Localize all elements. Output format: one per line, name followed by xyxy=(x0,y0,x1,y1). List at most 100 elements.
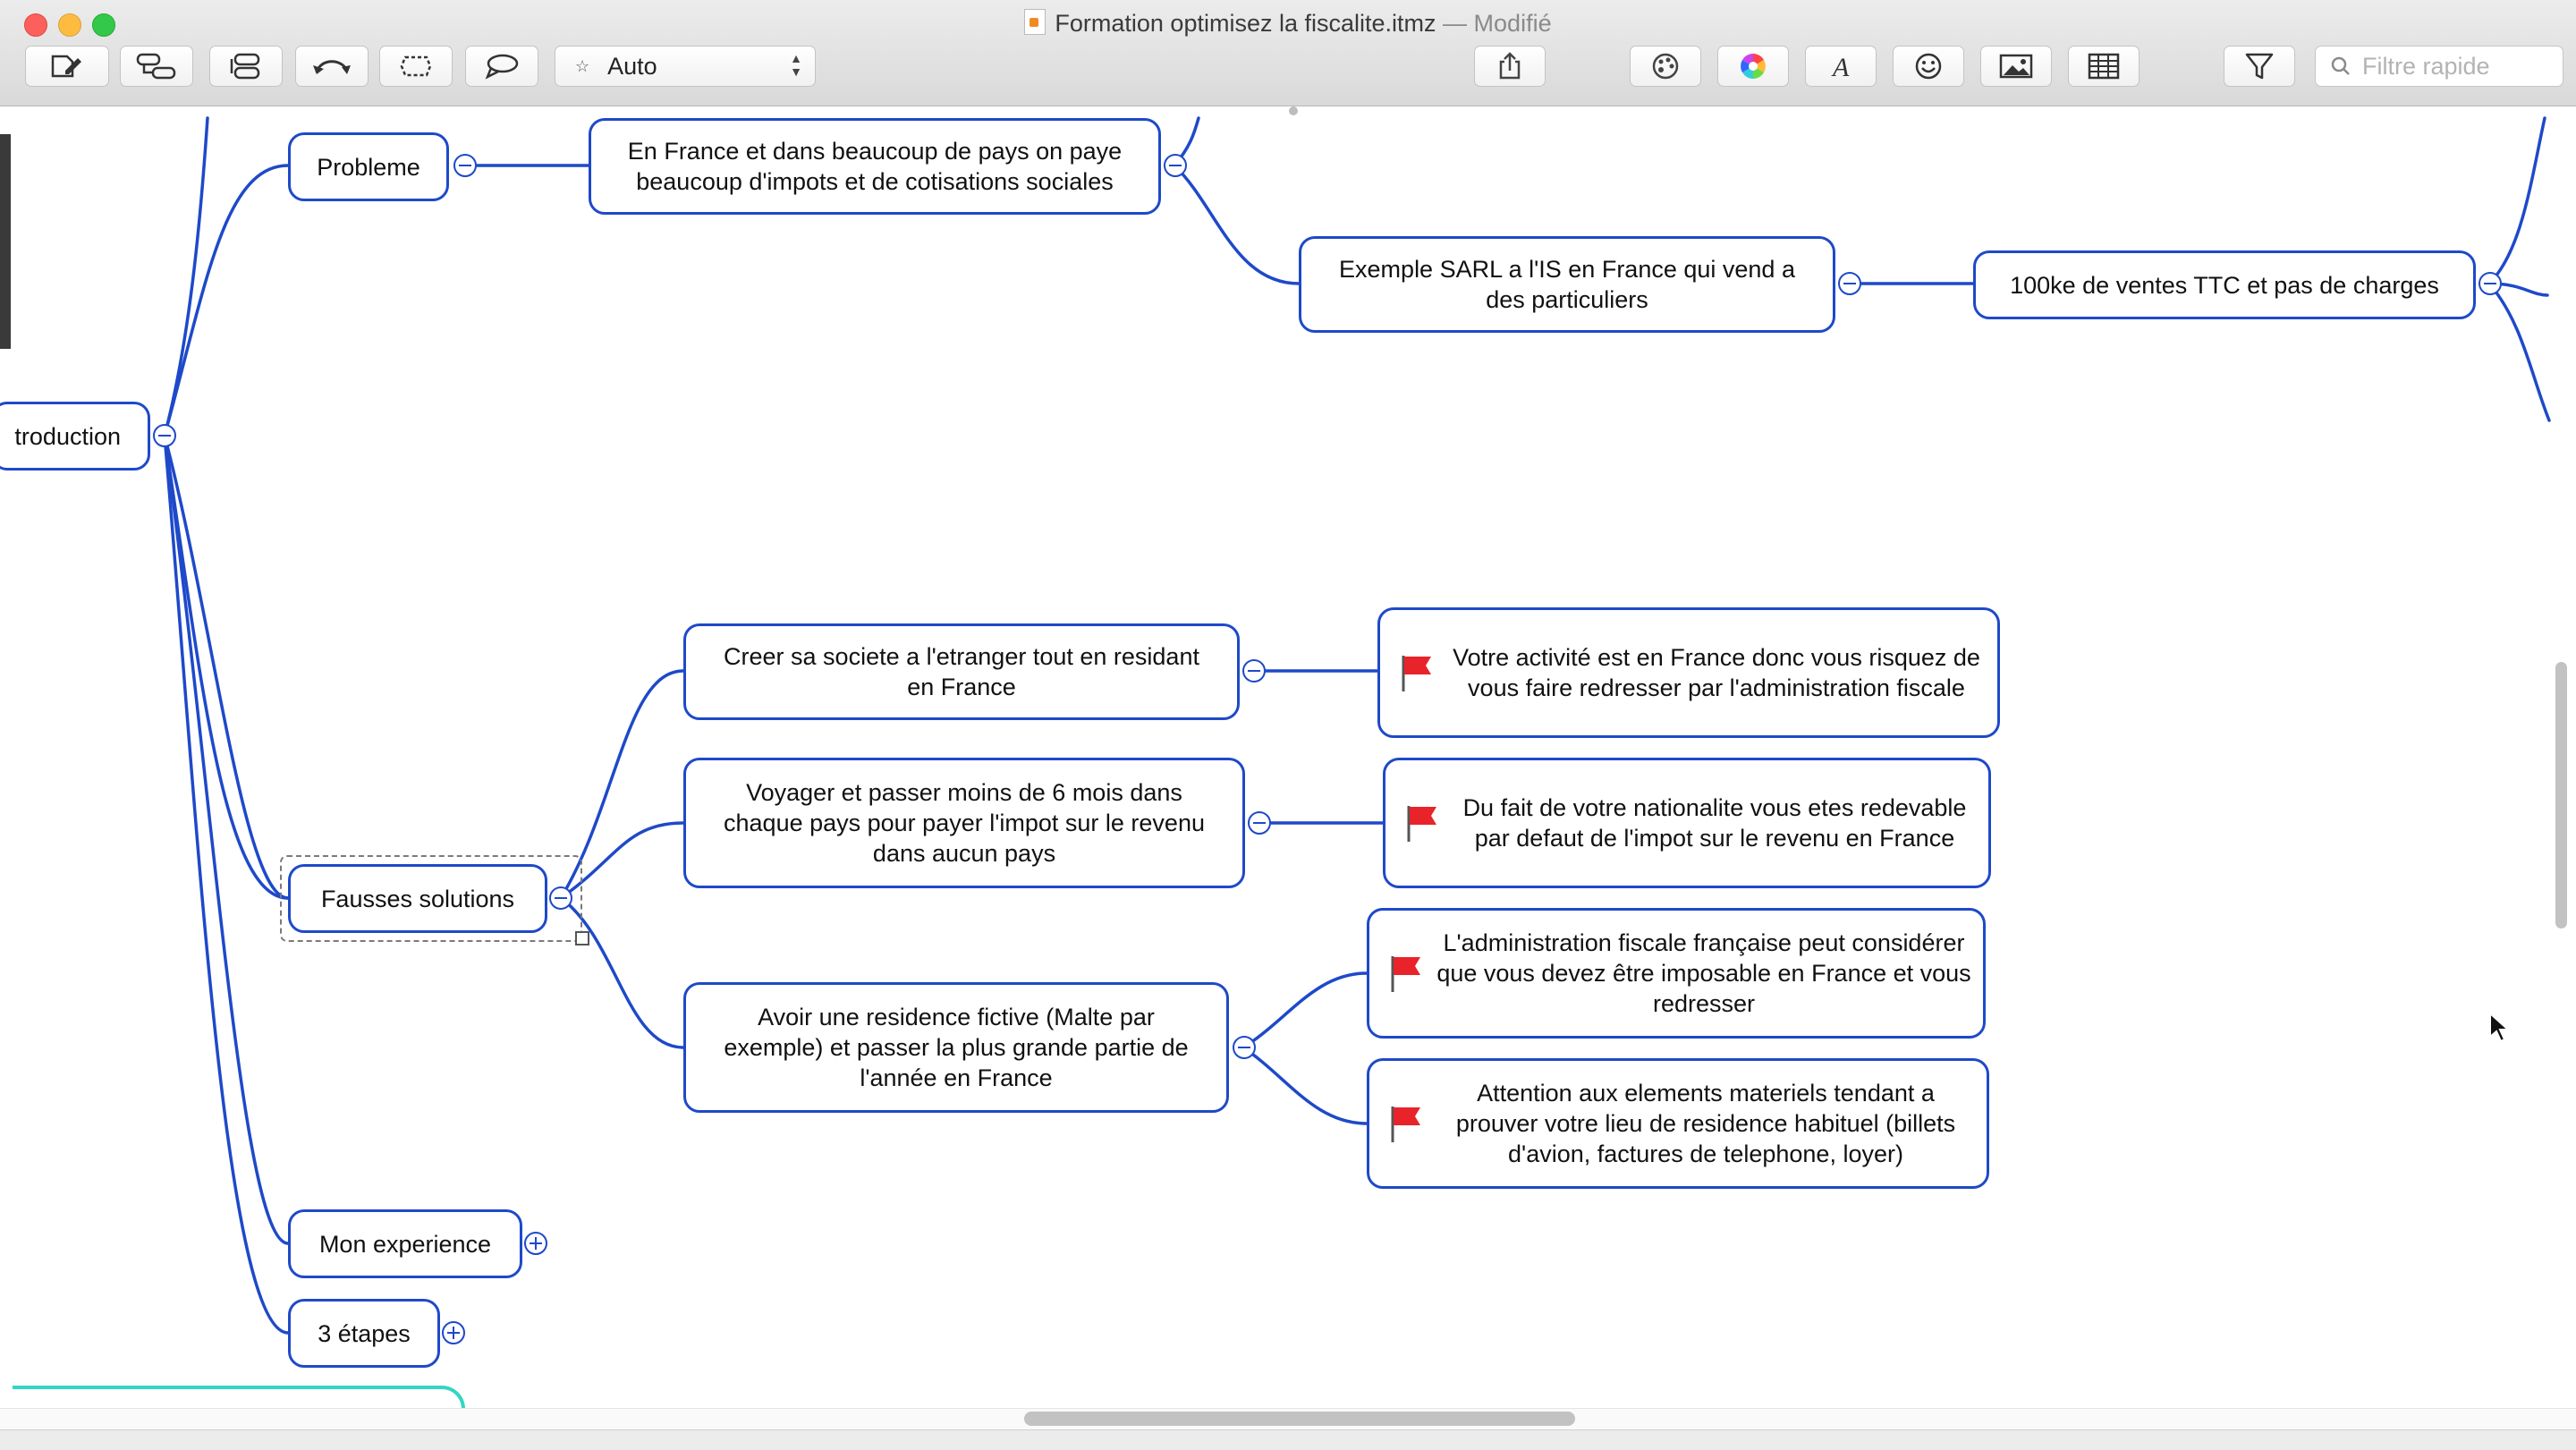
topic-exemple-sarl[interactable]: Exemple SARL a l'IS en France qui vend a… xyxy=(1299,236,1835,333)
connector-root-fausses-2 xyxy=(163,434,290,900)
connector-root-probleme xyxy=(163,164,290,437)
topic-label: Probleme xyxy=(317,153,420,181)
share-button[interactable] xyxy=(1474,46,1546,87)
topic-label: 3 étapes xyxy=(318,1319,411,1347)
document-status: Modifié xyxy=(1473,10,1552,37)
topic-label: En France et dans beaucoup de pays on pa… xyxy=(627,138,1123,195)
subtopic-button[interactable] xyxy=(120,46,193,87)
topic-administration-fiscale[interactable]: L'administration fiscale française peut … xyxy=(1367,908,1986,1039)
topic-label: Attention aux elements materiels tendant… xyxy=(1455,1080,1956,1167)
topic-label: 100ke de ventes TTC et pas de charges xyxy=(2010,271,2439,299)
select-arrows-icon: ▲▼ xyxy=(790,51,802,79)
topic-label: Du fait de votre nationalite vous etes r… xyxy=(1462,794,1967,852)
table-icon xyxy=(2088,53,2120,80)
layout-select[interactable]: ☆ Auto ▲▼ xyxy=(555,46,816,87)
relationship-button[interactable] xyxy=(295,46,369,87)
horizontal-scrollbar[interactable] xyxy=(1024,1412,1575,1426)
collapse-societe-button[interactable] xyxy=(1242,659,1266,683)
callout-icon xyxy=(485,54,519,80)
filter-icon xyxy=(2245,53,2274,80)
topic-label: L'administration fiscale française peut … xyxy=(1436,929,1971,1017)
collapse-introduction-button[interactable] xyxy=(153,424,176,447)
topic-nationalite[interactable]: Du fait de votre nationalite vous etes r… xyxy=(1383,758,1991,888)
topic-100ke-ventes[interactable]: 100ke de ventes TTC et pas de charges xyxy=(1973,250,2476,319)
collapse-residence-button[interactable] xyxy=(1233,1036,1256,1059)
topic-mon-experience[interactable]: Mon experience xyxy=(288,1209,522,1278)
boundary-icon xyxy=(400,55,432,77)
star-icon: ☆ xyxy=(575,56,590,75)
search-icon xyxy=(2331,56,2350,75)
table-button[interactable] xyxy=(2068,46,2140,87)
topic-label: Fausses solutions xyxy=(320,885,515,912)
topic-risque-redressement[interactable]: Votre activité est en France donc vous r… xyxy=(1377,607,2000,738)
red-flag-icon xyxy=(1402,656,1431,691)
collapse-exemple-button[interactable] xyxy=(1838,272,1861,295)
image-button[interactable] xyxy=(1980,46,2052,87)
expand-etapes-button[interactable] xyxy=(442,1321,465,1344)
connector-root-fausses xyxy=(163,434,290,900)
subtopic-icon xyxy=(136,53,176,80)
font-button[interactable]: A xyxy=(1805,46,1877,87)
red-flag-icon xyxy=(1391,956,1420,992)
document-name: Formation optimisez la fiscalite.itmz xyxy=(1055,10,1436,37)
connector-ventes-right-down xyxy=(2487,282,2551,422)
topic-probleme[interactable]: Probleme xyxy=(288,132,449,201)
sibling-topic-button[interactable] xyxy=(209,46,283,87)
image-icon xyxy=(1999,54,2033,79)
collapse-probleme-detail-button[interactable] xyxy=(1164,154,1187,177)
connector-ventes-right-up xyxy=(2487,116,2546,285)
connector-detail-exemple xyxy=(1173,164,1301,285)
mindmap-canvas[interactable] xyxy=(0,106,2576,1408)
zoom-window-button[interactable] xyxy=(92,13,115,37)
color-button[interactable] xyxy=(1717,46,1789,87)
connector-root-etapes xyxy=(163,434,290,1335)
collapse-probleme-button[interactable] xyxy=(453,154,477,177)
connector-residence-administration xyxy=(1241,971,1368,1049)
filter-button[interactable] xyxy=(2224,46,2295,87)
collapse-fausses-solutions-button[interactable] xyxy=(549,886,572,910)
connector-fausses-voyager xyxy=(559,821,685,900)
window-title: Formation optimisez la fiscalite.itmz — … xyxy=(0,9,2576,38)
share-icon xyxy=(1499,52,1521,80)
topic-probleme-detail[interactable]: En France et dans beaucoup de pays on pa… xyxy=(589,118,1161,215)
expand-experience-button[interactable] xyxy=(524,1232,547,1255)
sibling-topic-icon xyxy=(230,53,260,80)
boundary-button[interactable] xyxy=(379,46,453,87)
quick-filter-field[interactable] xyxy=(2315,46,2563,87)
mouse-cursor-icon xyxy=(2489,1012,2510,1042)
topic-label: Avoir une residence fictive (Malte par e… xyxy=(724,1004,1189,1091)
topic-label: Voyager et passer moins de 6 mois dans c… xyxy=(724,779,1205,867)
topic-societe-etranger[interactable]: Creer sa societe a l'etranger tout en re… xyxy=(683,623,1240,720)
layout-select-value: Auto xyxy=(607,52,657,80)
resize-handle[interactable] xyxy=(575,931,589,945)
topic-label: Mon experience xyxy=(318,1230,492,1258)
style-icon xyxy=(1652,53,1679,80)
canvas-top-marker xyxy=(1289,106,1298,115)
minimize-window-button[interactable] xyxy=(58,13,81,37)
collapse-ventes-button[interactable] xyxy=(2479,272,2502,295)
quick-filter-input[interactable] xyxy=(2360,51,2561,81)
topic-voyager[interactable]: Voyager et passer moins de 6 mois dans c… xyxy=(683,758,1245,888)
svg-text:A: A xyxy=(1831,53,1850,81)
connector-fausses-residence xyxy=(559,896,685,1049)
topic-label: troduction xyxy=(14,422,121,450)
collapse-voyager-button[interactable] xyxy=(1248,811,1271,835)
emoji-icon xyxy=(1915,53,1942,80)
red-flag-icon xyxy=(1407,806,1436,842)
close-window-button[interactable] xyxy=(24,13,47,37)
vertical-scrollbar[interactable] xyxy=(2555,662,2567,929)
new-topic-button[interactable] xyxy=(25,46,109,87)
topic-fausses-solutions[interactable]: Fausses solutions xyxy=(288,864,547,933)
topic-residence-fictive[interactable]: Avoir une residence fictive (Malte par e… xyxy=(683,982,1229,1113)
canvas-left-edge xyxy=(0,134,11,349)
connector-root-experience xyxy=(163,434,290,1245)
style-button[interactable] xyxy=(1630,46,1701,87)
title-separator: — xyxy=(1443,10,1468,37)
document-icon xyxy=(1024,9,1046,35)
callout-button[interactable] xyxy=(465,46,538,87)
emoji-button[interactable] xyxy=(1893,46,1964,87)
topic-introduction[interactable]: troduction xyxy=(0,402,150,471)
topic-attention-elements[interactable]: Attention aux elements materiels tendant… xyxy=(1367,1058,1989,1189)
topic-3-etapes[interactable]: 3 étapes xyxy=(288,1299,440,1368)
